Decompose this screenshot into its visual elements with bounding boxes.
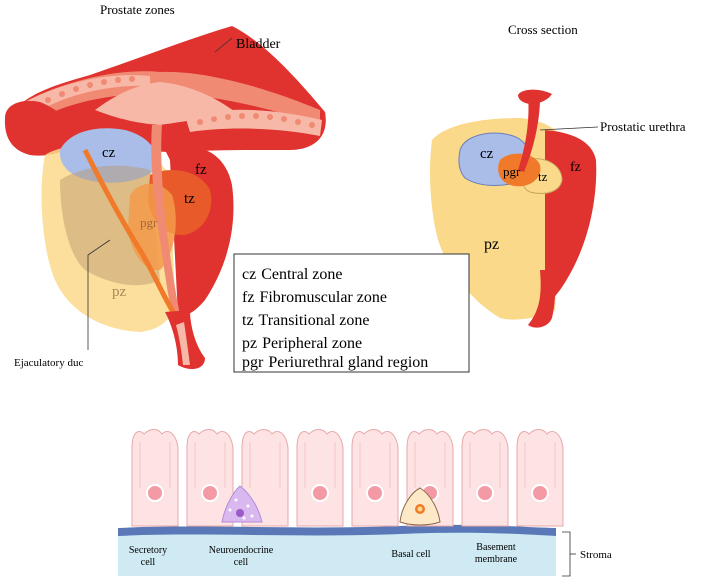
- secretory-cell: [186, 429, 234, 527]
- cross-section-title: Cross section: [508, 22, 578, 37]
- ejaculatory-leader-line: [87, 239, 111, 350]
- cs-tail: [528, 270, 555, 328]
- label-neuro-l1: Neuroendocrine: [209, 545, 274, 556]
- cell-inner-line: [139, 442, 171, 488]
- zone-cz: [59, 128, 160, 183]
- ejaculatory-duct: [82, 148, 178, 317]
- label-fz: fz: [195, 162, 207, 178]
- cell-nucleus: [476, 484, 494, 502]
- urethra-left: [151, 125, 180, 315]
- neuroendocrine-granules: [228, 498, 254, 520]
- secretory-cell: [131, 429, 179, 527]
- cell-nucleus: [146, 484, 164, 502]
- cell-inner-line: [249, 442, 281, 488]
- label-basement-l2: membrane: [475, 554, 518, 565]
- label-neuro-l2: cell: [234, 557, 249, 568]
- cell-inner-line: [524, 442, 556, 488]
- legend-frame: [233, 253, 470, 373]
- cell-nucleus: [201, 484, 219, 502]
- epithelium-illustration: Stroma Secretory cell Neuroendocrine cel…: [118, 429, 612, 577]
- label-tz: tz: [184, 191, 195, 207]
- bladder-wall-bead-band-right: [185, 109, 322, 136]
- urethra-exit-highlight: [176, 322, 190, 365]
- cs-label-pgr: pgr: [503, 164, 521, 179]
- bladder-wall-bead-band: [20, 75, 150, 118]
- zones-title: Prostate zones: [100, 2, 175, 17]
- basement-membrane: [118, 524, 556, 536]
- stroma-bracket: [562, 531, 571, 577]
- urethra-leader-line: [539, 126, 599, 131]
- bladder-lumen: [95, 82, 235, 125]
- cell-inner-line: [469, 442, 501, 488]
- secretory-cell: [296, 429, 344, 527]
- cell-inner-line: [304, 442, 336, 488]
- basal-nucleolus: [417, 506, 423, 512]
- neuroendocrine-cell: [221, 485, 263, 523]
- bladder-leader-line: [214, 37, 233, 53]
- neuroendocrine-nucleus: [236, 509, 244, 517]
- cell-inner-line: [414, 442, 446, 488]
- secretory-cells: [131, 429, 564, 527]
- cell-nucleus: [311, 484, 329, 502]
- label-basal: Basal cell: [391, 549, 430, 560]
- cell-nucleus: [531, 484, 549, 502]
- label-pz: pz: [112, 284, 127, 300]
- cs-label-tz: tz: [538, 169, 548, 184]
- cs-label-pz: pz: [484, 236, 499, 253]
- cs-label-cz: cz: [480, 146, 494, 162]
- secretory-cell: [461, 429, 509, 527]
- label-secretory-l2: cell: [141, 557, 156, 568]
- epithelium-labels: Secretory cell Neuroendocrine cell Basal…: [129, 542, 518, 568]
- label-stroma: Stroma: [580, 549, 612, 561]
- cell-inner-line: [359, 442, 391, 488]
- cell-nucleus: [366, 484, 384, 502]
- cs-urethra: [518, 96, 540, 172]
- label-ejaculatory-duct: Ejaculatory duc: [14, 357, 83, 369]
- cs-urethra-cap: [518, 89, 552, 104]
- label-pgr: pgr: [140, 215, 158, 230]
- cell-inner-line: [194, 442, 226, 488]
- label-bladder: Bladder: [236, 37, 281, 52]
- prostate-zones-illustration: cz fz tz pgr pz Bladder Ejaculatory duc: [4, 26, 326, 370]
- label-cz: cz: [102, 145, 116, 161]
- secretory-cell: [351, 429, 399, 527]
- cs-label-fz: fz: [570, 160, 581, 175]
- secretory-cell: [516, 429, 564, 527]
- bladder-left-outer: [4, 100, 81, 156]
- label-prostatic-urethra: Prostatic urethra: [600, 119, 686, 134]
- stroma-layer: [118, 532, 556, 576]
- label-secretory-l1: Secretory: [129, 545, 167, 556]
- label-basement-l1: Basement: [476, 542, 516, 553]
